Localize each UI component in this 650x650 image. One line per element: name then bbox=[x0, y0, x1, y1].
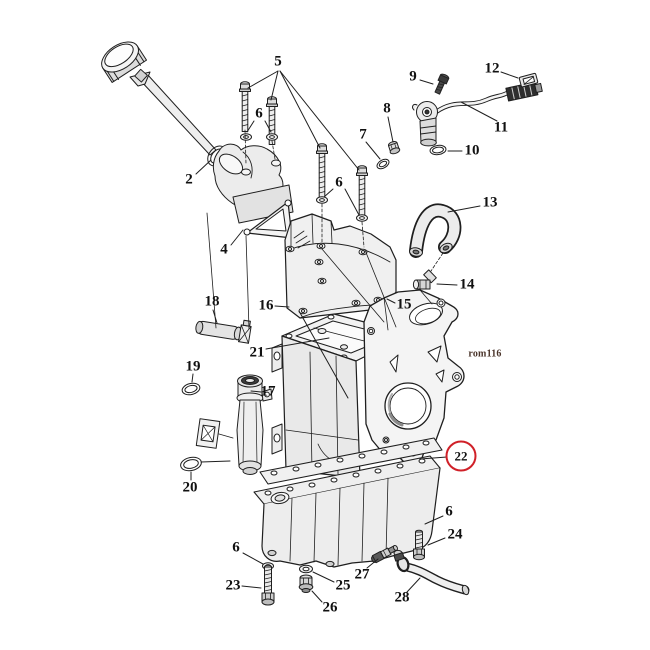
callout-10: 10 bbox=[464, 142, 480, 159]
bolt-9 bbox=[434, 73, 450, 95]
o-ring-7 bbox=[376, 158, 390, 170]
top-cover bbox=[284, 213, 397, 319]
o-ring-20 bbox=[180, 456, 202, 472]
callout-4: 4 bbox=[220, 241, 228, 258]
callout-5: 5 bbox=[274, 53, 282, 70]
plug-8 bbox=[387, 141, 401, 155]
callout-9: 9 bbox=[409, 68, 417, 85]
diagram-ref-code: rom116 bbox=[468, 348, 502, 360]
fitting-27 bbox=[371, 544, 398, 564]
cover-bolts bbox=[239, 81, 368, 218]
washer-25 bbox=[299, 564, 313, 574]
callout-6-b: 6 bbox=[335, 174, 343, 191]
sensor-11 bbox=[412, 81, 543, 147]
callout-20: 20 bbox=[182, 479, 198, 496]
bolt-24 bbox=[413, 529, 425, 561]
vent-hose-18 bbox=[195, 319, 252, 344]
callout-18: 18 bbox=[204, 293, 220, 310]
drain-plug-26 bbox=[298, 574, 314, 593]
callout-17: 17 bbox=[260, 383, 276, 400]
callout-6-d: 6 bbox=[445, 503, 453, 520]
callout-26: 26 bbox=[322, 599, 338, 616]
callout-12: 12 bbox=[484, 60, 500, 77]
callout-2: 2 bbox=[185, 171, 193, 188]
callout-23: 23 bbox=[225, 577, 241, 594]
o-ring-10 bbox=[429, 144, 447, 156]
callout-6-c: 6 bbox=[232, 539, 240, 556]
leader-lines bbox=[190, 70, 519, 603]
callout-21: 21 bbox=[249, 344, 265, 361]
oil-fill-funnel bbox=[212, 143, 294, 224]
dipstick bbox=[101, 41, 217, 156]
oil-pan bbox=[253, 437, 443, 568]
callout-16: 16 bbox=[258, 297, 274, 314]
callout-11: 11 bbox=[493, 119, 509, 136]
drain-hose-28 bbox=[393, 552, 470, 596]
callout-19: 19 bbox=[185, 358, 201, 375]
cam-support-plate bbox=[363, 289, 465, 465]
oil-filler-tube-17 bbox=[195, 374, 273, 475]
callout-15: 15 bbox=[396, 296, 412, 313]
callout-22-highlighted[interactable]: 22 bbox=[445, 440, 477, 472]
breather-hose-13 bbox=[409, 203, 462, 258]
callout-8: 8 bbox=[383, 100, 391, 117]
o-ring-19 bbox=[181, 382, 201, 396]
elbow-fitting-14 bbox=[412, 269, 437, 290]
callout-7: 7 bbox=[359, 126, 367, 143]
callout-13: 13 bbox=[482, 194, 498, 211]
callout-24: 24 bbox=[447, 526, 463, 543]
callout-6-a: 6 bbox=[255, 105, 263, 122]
callout-14: 14 bbox=[459, 276, 475, 293]
clip-12 bbox=[518, 72, 539, 88]
callout-27: 27 bbox=[354, 566, 370, 583]
callout-28: 28 bbox=[394, 589, 410, 606]
drain-bolt-23 bbox=[261, 564, 275, 606]
callout-25: 25 bbox=[335, 577, 351, 594]
